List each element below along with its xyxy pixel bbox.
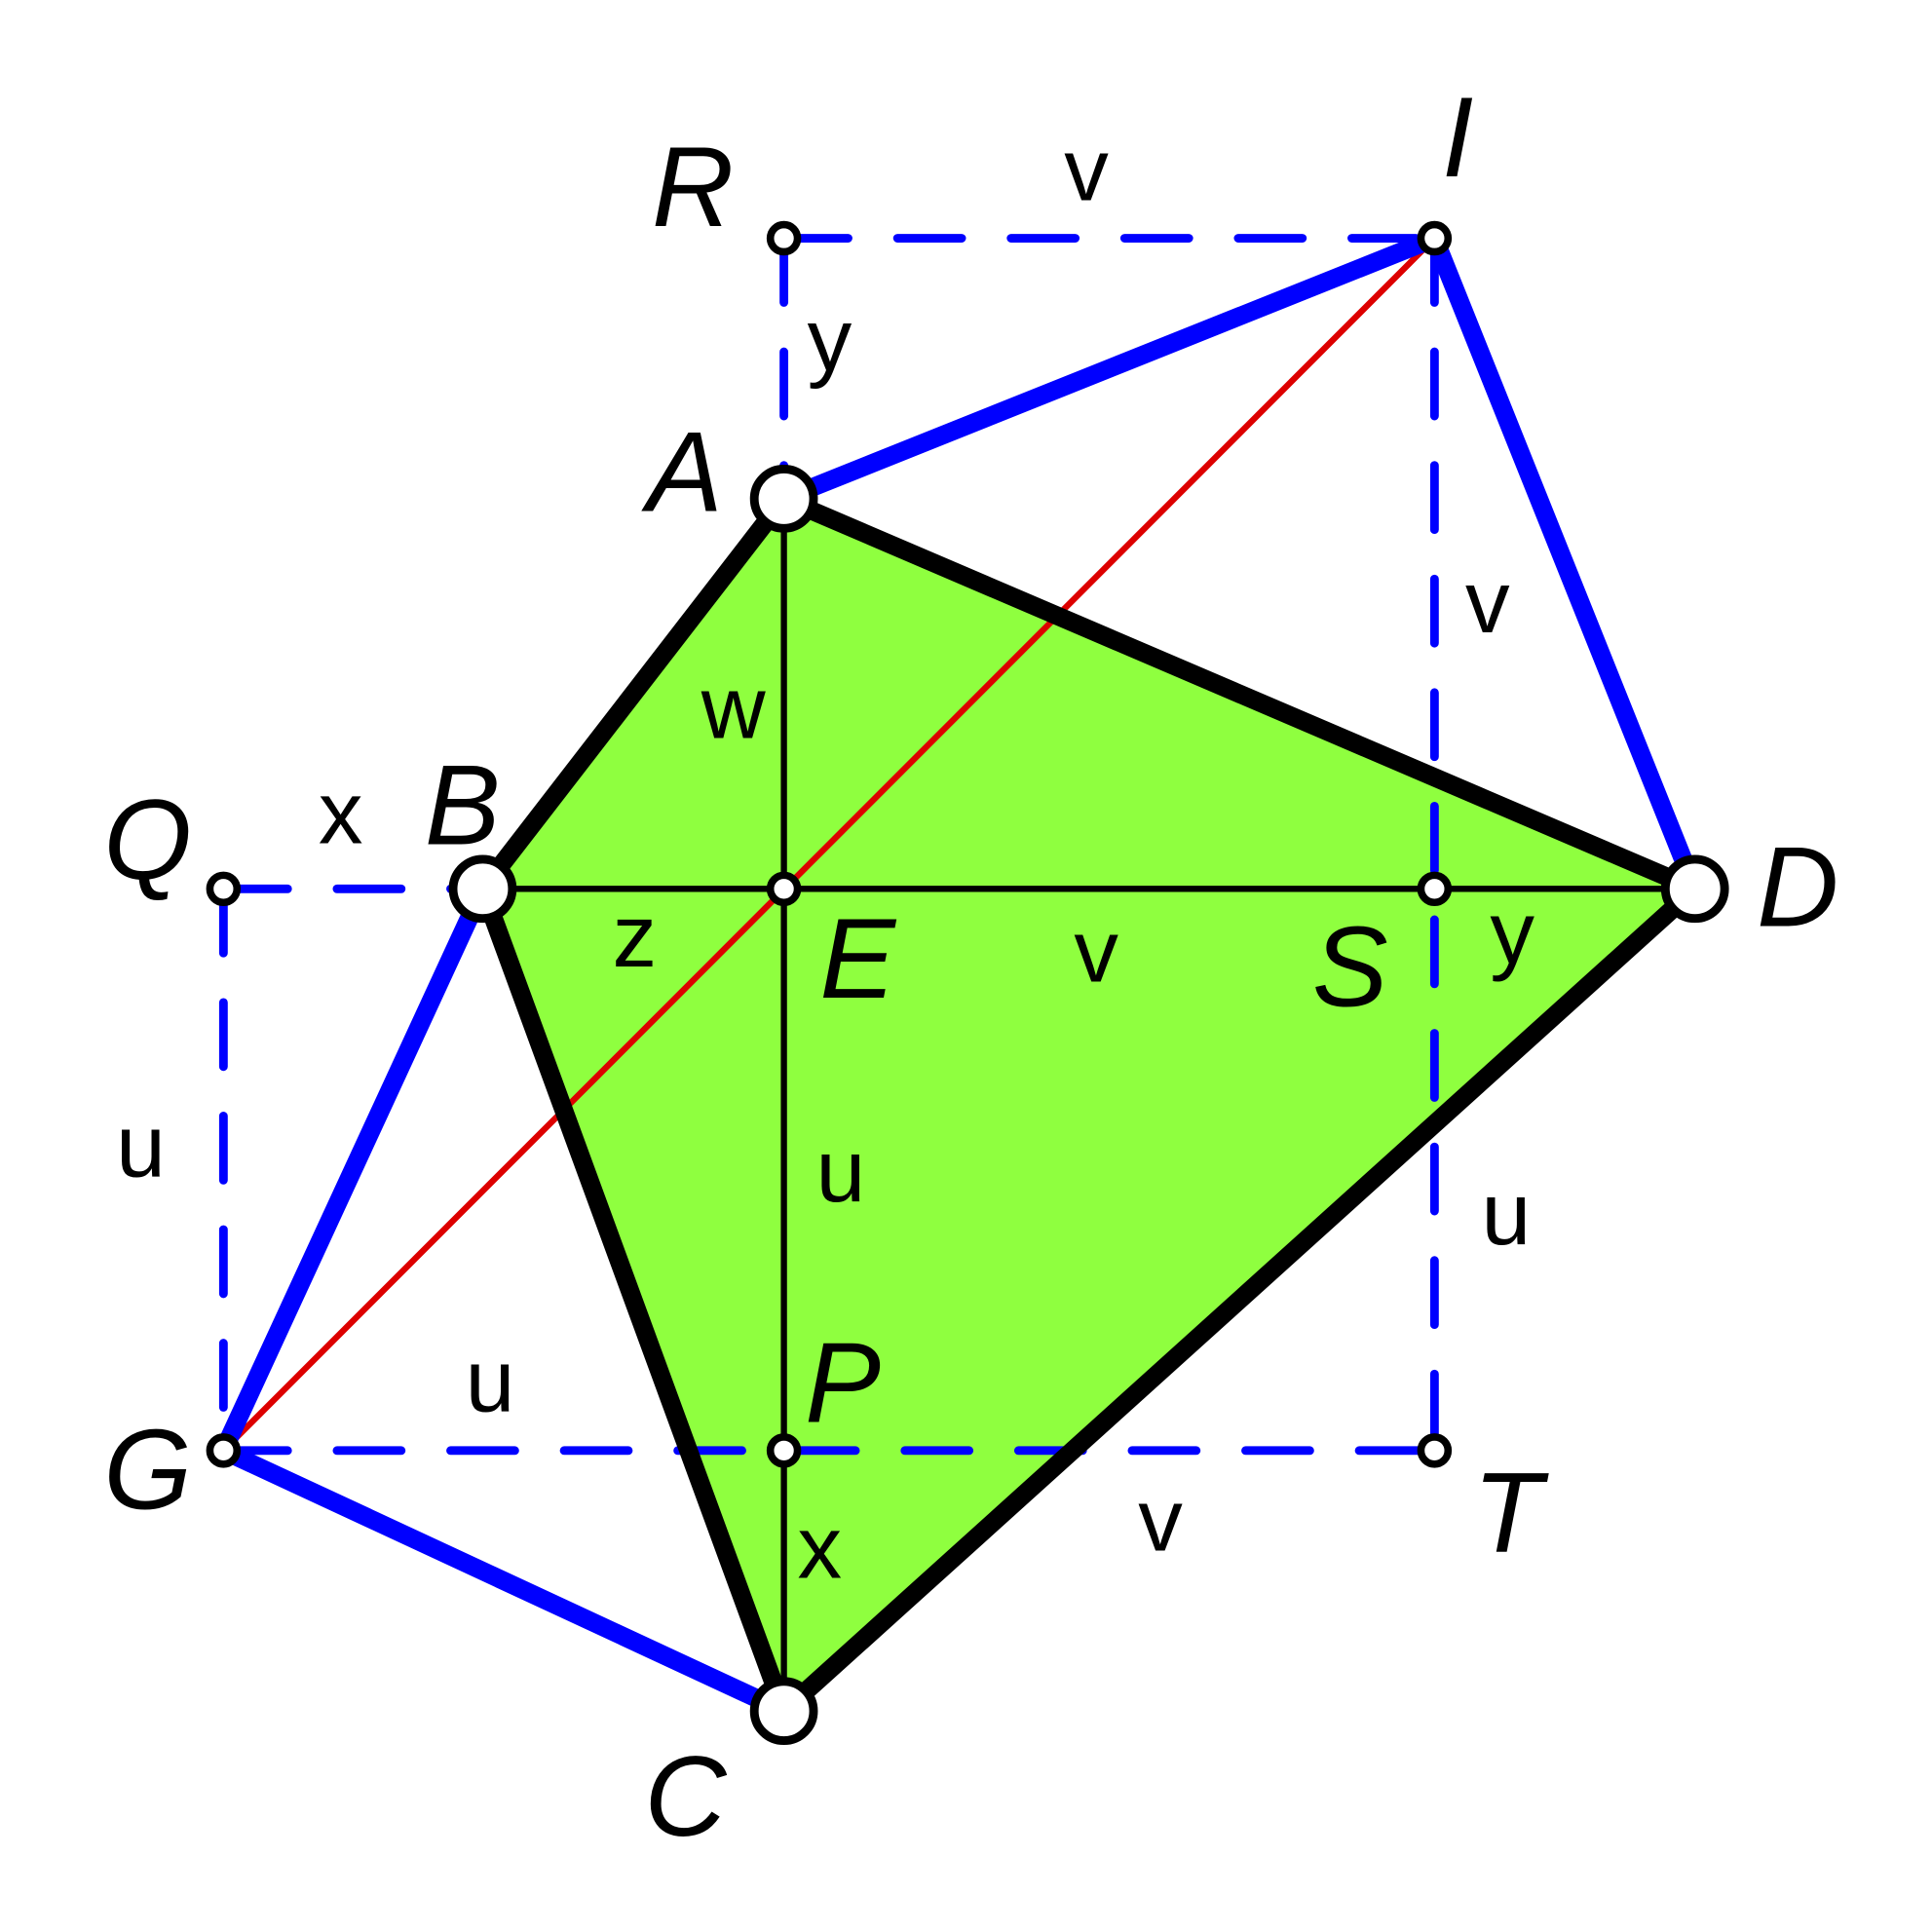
point-q[interactable] [206, 871, 242, 907]
blue-sides [213, 229, 1705, 1721]
label-p: P [805, 1319, 881, 1447]
blue-side-i-d [1424, 229, 1705, 898]
label-g: G [103, 1405, 192, 1533]
label-e: E [819, 894, 896, 1022]
point-g[interactable] [206, 1433, 242, 1468]
blue-side-b-g [213, 879, 492, 1460]
label-t: T [1473, 1449, 1550, 1576]
point-labels: R I A Q B D E S P G T C [103, 73, 1838, 1860]
seg-label-x-qb: x [319, 763, 363, 862]
label-a: A [641, 408, 723, 536]
seg-label-y-ra: y [808, 290, 852, 390]
point-a[interactable] [749, 465, 818, 533]
label-b: B [425, 741, 501, 869]
small-points [206, 220, 1453, 1468]
seg-label-u-qg: u [116, 1097, 166, 1196]
dashed-construction-lines [218, 234, 1439, 1456]
seg-label-u-st: u [1481, 1164, 1531, 1264]
label-c: C [644, 1732, 727, 1860]
seg-label-v-pt: v [1138, 1470, 1183, 1570]
point-c[interactable] [749, 1677, 818, 1746]
point-b[interactable] [448, 854, 517, 924]
blue-side-g-c [213, 1441, 794, 1721]
label-r: R [652, 123, 734, 250]
seg-label-w-ae: w [701, 659, 767, 758]
seg-label-v-es: v [1074, 901, 1118, 1001]
segment-labels: v y v w x z v y u u u u x v [116, 120, 1534, 1597]
point-p[interactable] [766, 1433, 802, 1468]
point-s[interactable] [1417, 871, 1453, 907]
seg-label-u-gp: u [466, 1331, 515, 1430]
point-i[interactable] [1417, 220, 1453, 256]
point-d[interactable] [1660, 854, 1729, 924]
label-d: D [1757, 822, 1838, 950]
seg-label-z-be: z [612, 887, 657, 986]
seg-label-v-ri: v [1064, 120, 1109, 219]
point-e[interactable] [766, 871, 802, 907]
seg-label-y-sd: y [1490, 883, 1534, 982]
large-points [448, 465, 1729, 1746]
seg-label-v-is: v [1465, 552, 1510, 652]
diagonals [482, 498, 1695, 1712]
point-t[interactable] [1417, 1433, 1453, 1468]
label-q: Q [103, 776, 192, 903]
seg-label-x-pc: x [798, 1497, 843, 1597]
seg-label-u-ep: u [816, 1121, 866, 1221]
label-s: S [1312, 903, 1388, 1031]
blue-side-a-i [775, 229, 1444, 509]
red-line-g-i [221, 236, 1437, 1454]
point-r[interactable] [766, 220, 802, 256]
label-i: I [1442, 73, 1473, 201]
